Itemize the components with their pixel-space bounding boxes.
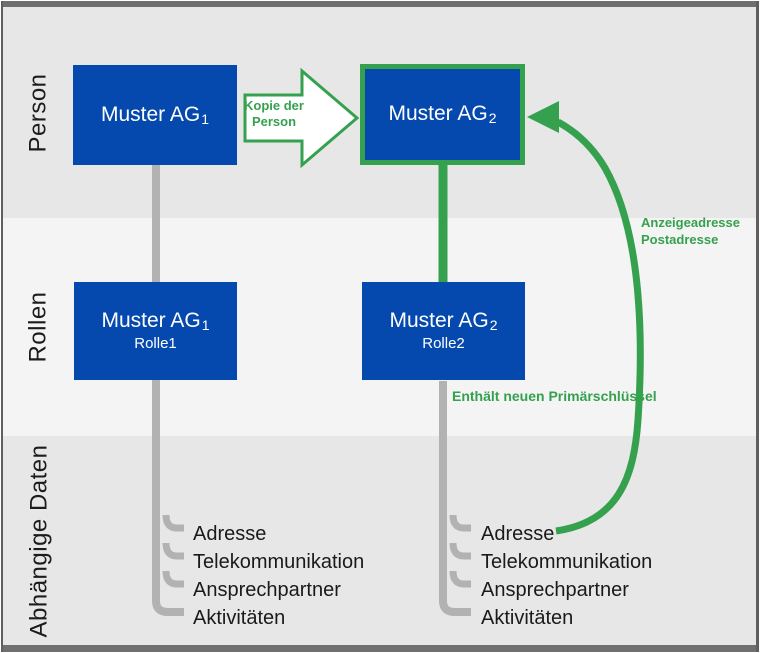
person-box-2-name: Muster AG	[388, 102, 488, 125]
person-box-muster-ag2: Muster AG2	[360, 64, 525, 165]
window-frame-top	[1, 1, 759, 7]
rolle-box-muster-ag2: Muster AG2 Rolle2	[362, 282, 525, 380]
dependent-item-adresse: Adresse	[481, 523, 555, 545]
dependent-item-ansprechpartner: Ansprechpartner	[193, 579, 341, 601]
person-box-muster-ag1: Muster AG1	[73, 65, 237, 165]
band-label-rollen-wrap: Rollen	[13, 218, 65, 436]
copy-arrow-label-line1: Kopie der	[244, 98, 304, 113]
rolle-box-muster-ag1: Muster AG1 Rolle1	[74, 282, 237, 380]
person-box-1-name: Muster AG	[101, 102, 201, 126]
window-frame-bottom	[1, 645, 759, 652]
address-types-label: Anzeigeadresse Postadresse	[641, 214, 740, 248]
window-frame-left	[1, 1, 3, 652]
dependent-item-ansprechpartner: Ansprechpartner	[481, 579, 629, 601]
person-box-2-title: Muster AG2	[389, 102, 497, 127]
copy-arrow-label-line2: Person	[251, 114, 297, 129]
copy-arrow-label: Kopie der Person	[242, 98, 306, 130]
primary-key-note: Enthält neuen Primärschlüssel	[452, 388, 657, 404]
address-types-label-line2: Postadresse	[641, 232, 719, 247]
band-label-person-wrap: Person	[13, 7, 65, 218]
dependent-list-right: Adresse Telekommunikation Ansprechpartne…	[481, 520, 652, 632]
band-label-rollen: Rollen	[25, 291, 53, 363]
address-types-label-line1: Anzeigeadresse	[641, 215, 740, 230]
person-box-2-subscript: 2	[488, 110, 497, 126]
band-label-person: Person	[25, 72, 53, 153]
window-frame-right	[756, 1, 759, 652]
dependent-item-adresse: Adresse	[193, 523, 267, 545]
person-box-1-subscript: 1	[201, 110, 209, 127]
rolle-box-1-role: Rolle1	[134, 335, 177, 352]
dependent-item-telekommunikation: Telekommunikation	[481, 551, 653, 573]
dependent-item-telekommunikation: Telekommunikation	[193, 551, 365, 573]
dependent-list-left: Adresse Telekommunikation Ansprechpartne…	[193, 520, 364, 632]
rolle-box-2-title: Muster AG2	[390, 309, 498, 334]
dependent-item-aktivitaeten: Aktivitäten	[481, 607, 574, 629]
rolle-box-1-subscript: 1	[201, 317, 210, 333]
person-box-1-title: Muster AG1	[101, 103, 209, 128]
band-label-dependent: Abhängige Daten	[25, 444, 53, 637]
rolle-box-2-role: Rolle2	[422, 335, 465, 352]
rolle-box-1-name: Muster AG	[101, 309, 201, 332]
rolle-box-2-name: Muster AG	[389, 309, 489, 332]
rolle-box-1-title: Muster AG1	[102, 309, 210, 334]
band-label-dependent-wrap: Abhängige Daten	[13, 436, 65, 645]
rolle-box-2-subscript: 2	[489, 317, 498, 333]
dependent-item-aktivitaeten: Aktivitäten	[193, 607, 286, 629]
